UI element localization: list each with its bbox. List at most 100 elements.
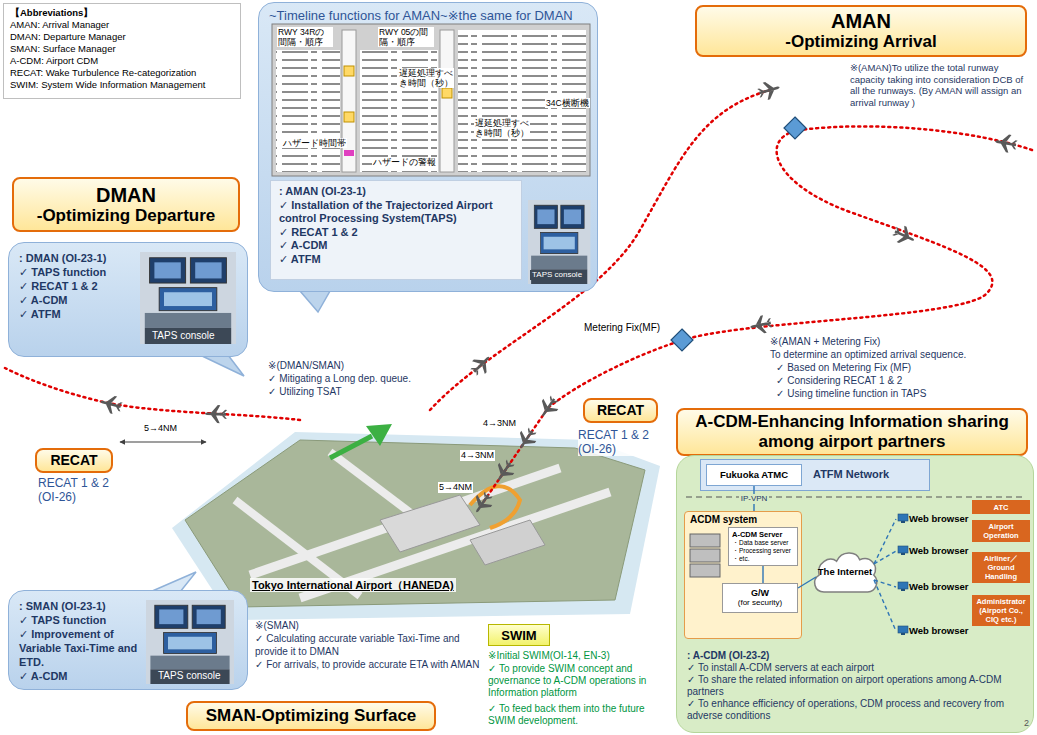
timeline-strip: [440, 30, 454, 172]
title-text: DMAN: [96, 184, 156, 206]
hazard-marker: [344, 150, 354, 156]
list-item: : SMAN (OI-23-1): [19, 599, 143, 613]
title-text: AMAN: [831, 10, 891, 32]
distance-label: 5→4NM: [143, 423, 178, 434]
server-box: A-CDM Server・Data base server・Processing…: [728, 527, 798, 566]
list-item: ✓ ATFM: [279, 253, 513, 267]
cloud-shape: [815, 553, 877, 592]
bubble-tail: [300, 291, 330, 312]
computer-icon: [898, 582, 908, 591]
title-box: RECAT: [35, 448, 113, 473]
airplane: [98, 393, 124, 416]
title-box: RECAT: [583, 398, 658, 423]
title-text: -Optimizing Arrival: [785, 32, 936, 52]
list-item: : DMAN (OI-23-1): [19, 251, 135, 265]
box-label: ・Processing server: [732, 547, 794, 555]
server-icon: [690, 549, 720, 562]
abbreviation-box: 【Abbreviations】AMAN: Arrival ManagerDMAN…: [3, 3, 241, 99]
screen-label: ハザード時間帯: [282, 138, 347, 148]
list-item: ✓ ATFM: [19, 307, 135, 321]
sea-area: [172, 432, 660, 620]
airplane: [756, 79, 782, 102]
departure-arrow: [330, 436, 372, 458]
partner-box: Administrator (Airport Co., CIQ etc.): [972, 595, 1030, 626]
metering-fix-symbol: [671, 329, 693, 351]
box-label: Airport Operation: [974, 522, 1028, 540]
box-label: ACDM system: [690, 514, 796, 526]
connector-line: [874, 580, 896, 631]
airplane: [467, 351, 495, 379]
box-label: G/W: [751, 588, 769, 598]
note-text: To determine an optimized arrival sequen…: [770, 349, 966, 362]
airport-name: Tokyo International Airport（HANEDA): [250, 578, 456, 592]
bubble-heading: ~Timeline functions for AMAN~※the same f…: [269, 8, 587, 24]
list-item: ✓ Installation of the Trajectorized Airp…: [279, 199, 513, 226]
title-text: A-CDM-Enhancing Information sharing amon…: [684, 412, 1020, 452]
list-item: ✓ TAPS function: [19, 613, 143, 627]
note-text: ✓ Mitigating a Long dep. queue.: [268, 373, 411, 386]
note-text: ※(SMAN): [255, 620, 299, 633]
timeline-table: [276, 50, 340, 172]
airplane: [205, 405, 228, 424]
airplane: [748, 314, 773, 336]
note-text: ※(AMAN)To utilize the total runway capac…: [850, 62, 1032, 108]
list-item: ✓ To share the related information on ai…: [687, 674, 1017, 698]
list-item: : AMAN (OI-23-1): [279, 185, 513, 199]
note-text: ✓ Using timeline function in TAPS: [776, 388, 926, 401]
connector-line: [874, 519, 896, 564]
title-text: SMAN-Optimizing Surface: [206, 706, 417, 726]
connector-line: [798, 577, 816, 588]
terminal-building: [380, 495, 480, 552]
title-box: AMAN-Optimizing Arrival: [695, 5, 1027, 57]
screen-label: RWY 05の間隔・順序: [378, 27, 434, 47]
gateway-box: G/W(for security): [722, 583, 798, 613]
tag-box: SWIM: [488, 624, 550, 646]
note-text: RECAT 1 & 2 (OI-26): [38, 476, 128, 504]
separation-arrow: [120, 441, 206, 442]
list-item: ✓ To enhance efficiency of operations, C…: [687, 698, 1017, 722]
title-box: DMAN-Optimizing Departure: [12, 177, 240, 232]
box-label: ・etc.: [732, 555, 794, 563]
picture-caption: TAPS console: [150, 330, 217, 342]
box-label: ATC: [994, 503, 1009, 512]
screen-label: RWY 34Rの間隔・順序: [277, 27, 333, 47]
fix-label: Metering Fix(MF): [584, 322, 660, 334]
center-box: Fukuoka ATMC: [706, 464, 802, 486]
band-label: ATFM Network: [813, 468, 923, 480]
title-text: -Optimizing Departure: [37, 206, 216, 226]
hazard-marker: [442, 88, 452, 98]
timeline-rows: [276, 50, 340, 172]
abbreviation-text: SWIM: System Wide Information Management: [10, 79, 234, 91]
connector-label: IP-VPN: [739, 494, 770, 504]
abbreviation-text: RECAT: Wake Turbulence Re-categorization: [10, 67, 234, 79]
airplane: [994, 132, 1019, 154]
list-item: : A-CDM (OI-23-2): [687, 650, 1017, 662]
box-label: (for security): [738, 598, 782, 608]
timeline-strip: [342, 30, 356, 172]
note-text: ※(DMAN/SMAN): [268, 360, 344, 373]
info-panel: : AMAN (OI-23-1)✓ Installation of the Tr…: [270, 180, 522, 280]
airplane: [513, 425, 540, 453]
hazard-marker: [344, 112, 354, 122]
partner-box: Airliner／Ground Handling: [972, 552, 1030, 583]
note-text: RECAT 1 & 2 (OI-26): [578, 428, 662, 456]
note-text: ※Initial SWIM(OI-14, EN-3): [488, 650, 672, 662]
box-label: The Internet: [818, 566, 872, 578]
note-text: ✓ Calculating accurate variable Taxi-Tim…: [255, 633, 481, 658]
abbreviation-text: SMAN: Surface Manager: [10, 43, 234, 55]
taxi-route: [470, 486, 520, 528]
computer-icon: [898, 546, 908, 555]
metering-fix-symbol: [784, 117, 806, 139]
partner-box: Airport Operation: [972, 520, 1030, 542]
connector-line: [874, 580, 896, 587]
box-label: Web browser: [909, 580, 968, 593]
runway: [330, 452, 420, 520]
box-label: A-CDM Server: [732, 530, 794, 539]
title-box: SMAN-Optimizing Surface: [186, 701, 436, 731]
bubble-tail: [150, 572, 196, 592]
box-label: Fukuoka ATMC: [720, 469, 788, 481]
box-label: Web browser: [909, 544, 968, 557]
note-text: ✓ To provide SWIM concept and governance…: [488, 663, 672, 699]
departure-arrow-head: [366, 424, 392, 446]
